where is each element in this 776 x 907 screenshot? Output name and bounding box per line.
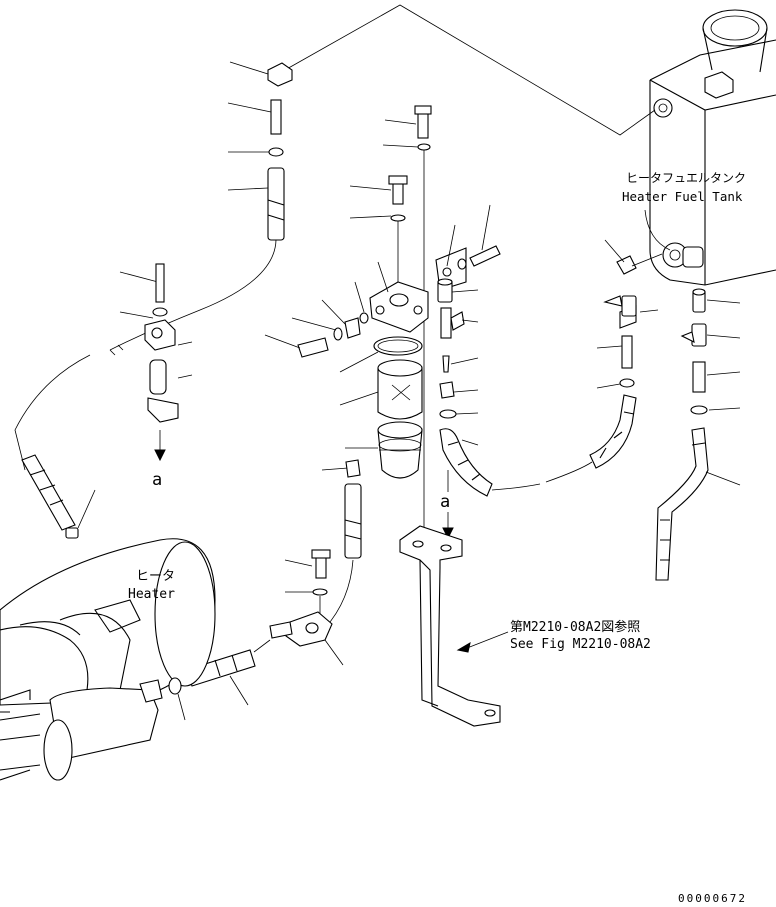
tank-label-leader xyxy=(644,209,671,251)
see-fig-arrow xyxy=(456,641,471,653)
fuel-line-top xyxy=(284,4,656,136)
lower-clamp xyxy=(269,549,333,647)
leader-lines-right-left xyxy=(596,239,663,389)
see-fig-label-jp: 第M2210-08A2図参照 xyxy=(510,619,640,635)
left-upper-fittings xyxy=(14,62,293,539)
filter-outlet-hose xyxy=(324,459,362,629)
mounting-bracket xyxy=(399,525,501,727)
right-fittings xyxy=(655,288,709,581)
leader-lines-clamp xyxy=(177,341,193,379)
see-fig-leader xyxy=(461,631,509,651)
heater-fuel-tank xyxy=(649,9,776,286)
heater xyxy=(0,538,216,781)
leader-lines-drain xyxy=(446,204,491,446)
connection-mark-center: a xyxy=(440,492,450,512)
leader-lines-lower xyxy=(284,559,344,666)
leader-lines-center xyxy=(264,119,419,471)
heater-label-jp: ヒータ xyxy=(136,569,175,584)
drain-stack: a xyxy=(435,245,501,540)
left-clamp-stack: a xyxy=(144,263,179,490)
right-hose-left xyxy=(589,255,637,469)
leader-lines-left xyxy=(77,61,272,529)
drawing-number: 00000672 xyxy=(678,892,747,905)
connection-mark-left: a xyxy=(152,470,162,490)
fuel-tank-label-jp: ヒータフュエルタンク xyxy=(626,171,746,185)
cross-hose xyxy=(491,461,593,491)
leader-lines-right xyxy=(705,299,741,486)
fuel-filter-assembly xyxy=(297,105,432,540)
see-fig-label-en: See Fig M2210-08A2 xyxy=(510,637,651,652)
heater-label-en: Heater xyxy=(128,587,175,602)
fuel-tank-label-en: Heater Fuel Tank xyxy=(622,189,743,204)
